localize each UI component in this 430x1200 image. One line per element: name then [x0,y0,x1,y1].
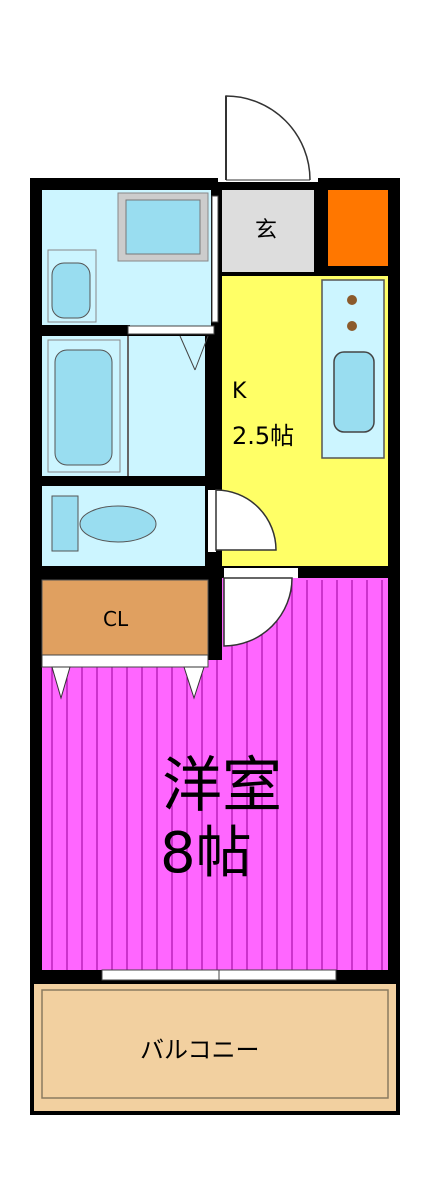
closet-door-marker-left [51,666,71,700]
kitchen-label-line2: 2.5帖 [232,422,294,450]
western-room-label-line2: 8帖 [160,821,252,886]
kitchen-counter [321,279,385,459]
balcony-label: バルコニー [140,1036,260,1064]
floor-stripes [51,580,383,970]
kitchen-sink-icon [333,351,375,433]
washroom-door [127,325,215,371]
shoe-box [328,190,388,266]
entrance-label: 玄 [255,218,277,243]
stove-burner-icon [347,295,357,305]
closet-doors [41,654,209,668]
western-room-floor [42,660,388,970]
washing-machine-icon [117,192,209,262]
toilet-icon [51,495,157,552]
stove-burner-icon-2 [347,321,357,331]
sink-icon [47,249,97,323]
toilet-door [208,489,277,552]
western-room-door [223,568,298,647]
entrance-floor [222,190,314,272]
closet-door-marker-right [183,666,205,700]
western-room-label-line1: 洋室 [162,751,282,821]
entrance-door [218,95,318,182]
wash-room-sliding-door [211,195,219,323]
bathtub-icon [47,339,121,473]
balcony-window [101,969,337,981]
closet-label: CL [103,607,129,631]
balcony [30,980,400,1115]
kitchen-label-line1: K [232,379,247,404]
closet [41,579,209,656]
